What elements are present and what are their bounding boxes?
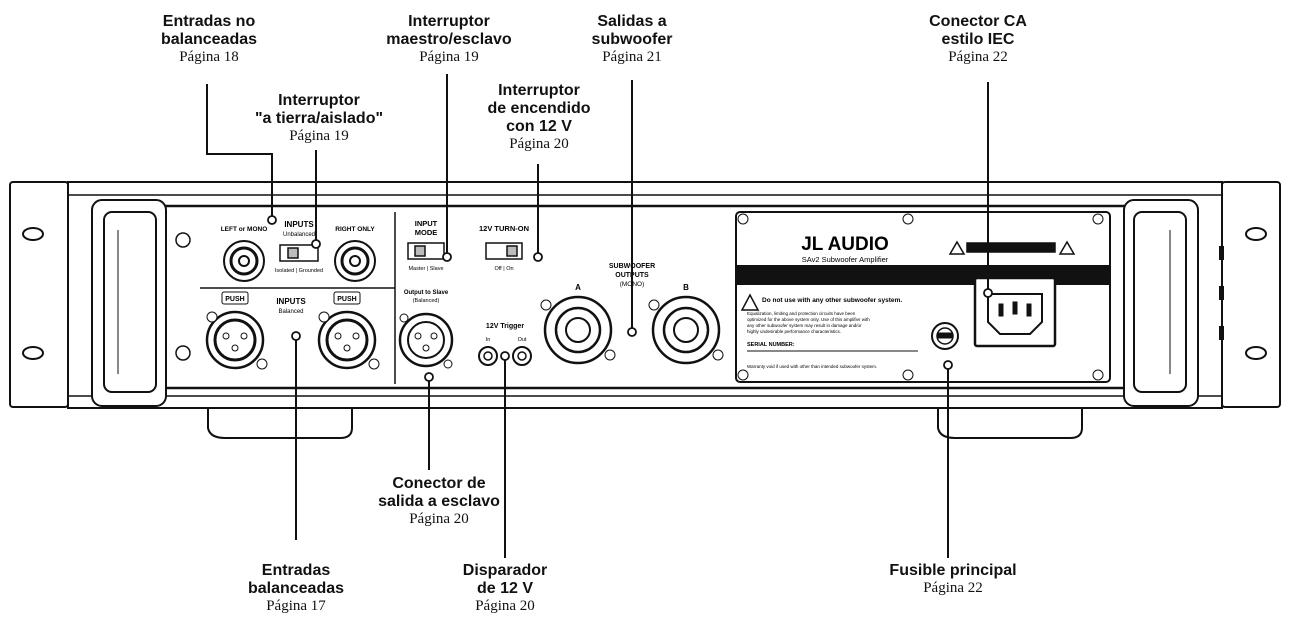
warning-line-2: optimized for the above system only. Use…	[747, 317, 870, 322]
handle-left	[91, 199, 167, 407]
rack-ear-left	[9, 181, 69, 408]
foot-right	[937, 408, 1083, 439]
label-push-left: PUSH	[225, 296, 244, 303]
chassis-tabs	[1219, 246, 1224, 340]
callout-page: Página 18	[179, 48, 239, 65]
callout-page: Página 19	[289, 127, 349, 144]
callout-slave-output: Conector de salida a esclavo Página 20	[354, 475, 524, 528]
model-name: SAv2 Subwoofer Amplifier	[802, 255, 889, 264]
callout-page: Página 20	[409, 510, 469, 527]
master-slave-switch[interactable]	[407, 242, 445, 260]
panel-dividers	[200, 212, 396, 384]
callout-page: Página 20	[475, 597, 535, 614]
label-off-on: Off | On	[494, 266, 513, 272]
label-right-only: RIGHT ONLY	[335, 226, 375, 233]
leader-endpoints	[267, 215, 993, 382]
callout-page: Página 21	[602, 48, 662, 65]
serial-number-label: SERIAL NUMBER:	[747, 342, 795, 348]
warning-icons-top	[948, 240, 1076, 255]
iec-connector[interactable]	[973, 276, 1057, 348]
xlr-input-left[interactable]	[205, 291, 268, 370]
handle-right	[1123, 199, 1199, 407]
label-output-to-slave-2: (Balanced)	[413, 298, 440, 304]
callout-title: Entradas	[261, 562, 331, 579]
callout-title: Interruptor	[408, 13, 490, 30]
ground-switch[interactable]	[279, 244, 319, 262]
callout-title: salida a esclavo	[378, 492, 500, 510]
footer-note: Warranty void if used with other than in…	[747, 364, 877, 369]
callout-title: Salidas a	[597, 13, 667, 30]
warning-line-1: Equalization, limiting and protection ci…	[747, 311, 856, 316]
rack-ear-right	[1221, 181, 1281, 408]
speakon-output-a[interactable]	[540, 295, 616, 365]
warning-line-4: highly undesirable performance character…	[747, 329, 841, 334]
callout-title: Interruptor	[278, 92, 360, 109]
label-push-right: PUSH	[337, 296, 356, 303]
callout-title: Entradas no	[162, 13, 256, 30]
foot-left	[207, 408, 353, 439]
callout-title: balanceadas	[160, 30, 258, 48]
callout-title: "a tierra/aislado"	[254, 109, 384, 127]
callout-title: Disparador	[462, 562, 548, 579]
label-unbalanced: Unbalanced	[283, 232, 315, 238]
label-12v-trigger: 12V Trigger	[486, 323, 524, 330]
brand-logo: JL AUDIO	[801, 234, 889, 255]
rca-jack-left[interactable]	[223, 240, 265, 282]
callout-title: subwoofer	[591, 30, 673, 48]
callout-turn-on-switch: Interruptor de encendido con 12 V Página…	[464, 82, 614, 153]
label-input-mode-1: INPUT	[415, 219, 438, 228]
callout-title: de 12 V	[476, 579, 534, 597]
warning-title: Do not use with any other subwoofer syst…	[762, 297, 902, 304]
xlr-output-to-slave[interactable]	[398, 312, 454, 369]
label-trigger-in: In	[486, 337, 491, 343]
callout-title: Fusible principal	[889, 562, 1017, 579]
label-balanced: Balanced	[278, 309, 303, 315]
callout-title: maestro/esclavo	[386, 30, 512, 48]
label-output-to-slave-1: Output to Slave	[404, 290, 449, 296]
callout-page: Página 22	[948, 48, 1008, 65]
turn-on-switch[interactable]	[485, 242, 523, 260]
callout-title: de encendido	[487, 99, 591, 117]
callout-title: Interruptor	[498, 82, 580, 99]
callout-balanced-inputs: Entradas balanceadas Página 17	[221, 562, 371, 615]
callout-page: Página 19	[419, 48, 479, 65]
label-inputs-balanced: INPUTS	[276, 297, 306, 306]
rca-jack-right[interactable]	[334, 240, 376, 282]
callout-title: balanceadas	[247, 579, 345, 597]
warning-triangle-icon	[740, 293, 760, 311]
label-trigger-out: Out	[518, 337, 527, 343]
callout-page: Página 17	[266, 597, 326, 614]
trigger-jack-out[interactable]	[512, 346, 532, 366]
callout-ground-switch: Interruptor "a tierra/aislado" Página 19	[244, 92, 394, 145]
callout-unbalanced-inputs: Entradas no balanceadas Página 18	[134, 13, 284, 66]
label-output-b: B	[683, 283, 689, 292]
warning-line-3: any other subwoofer system may result in…	[747, 323, 862, 328]
speakon-output-b[interactable]	[648, 295, 724, 365]
label-output-a: A	[575, 283, 581, 292]
xlr-input-right[interactable]	[317, 291, 380, 370]
trigger-jack-in[interactable]	[478, 346, 498, 366]
label-left-mono: LEFT or MONO	[221, 226, 268, 233]
callout-trigger: Disparador de 12 V Página 20	[430, 562, 580, 615]
callout-title: con 12 V	[506, 117, 572, 135]
label-12v-turn-on: 12V TURN-ON	[479, 224, 529, 233]
callout-master-slave-switch: Interruptor maestro/esclavo Página 19	[374, 13, 524, 66]
label-inputs-unbalanced: INPUTS	[284, 220, 314, 229]
label-input-mode-2: MODE	[415, 228, 438, 237]
callout-page: Página 22	[923, 579, 983, 596]
fuse-holder[interactable]	[931, 322, 959, 350]
callout-title: Conector de	[392, 475, 486, 492]
callout-page: Página 20	[509, 135, 569, 152]
callout-title: estilo IEC	[941, 30, 1015, 48]
callout-main-fuse: Fusible principal Página 22	[868, 562, 1038, 597]
label-master-slave: Master | Slave	[408, 266, 443, 272]
callout-subwoofer-outputs: Salidas a subwoofer Página 21	[557, 13, 707, 66]
label-isolated-grounded: Isolated | Grounded	[275, 268, 323, 274]
callout-title: Conector CA	[929, 13, 1027, 30]
leader-lines	[206, 74, 989, 558]
callout-iec-connector: Conector CA estilo IEC Página 22	[903, 13, 1053, 66]
